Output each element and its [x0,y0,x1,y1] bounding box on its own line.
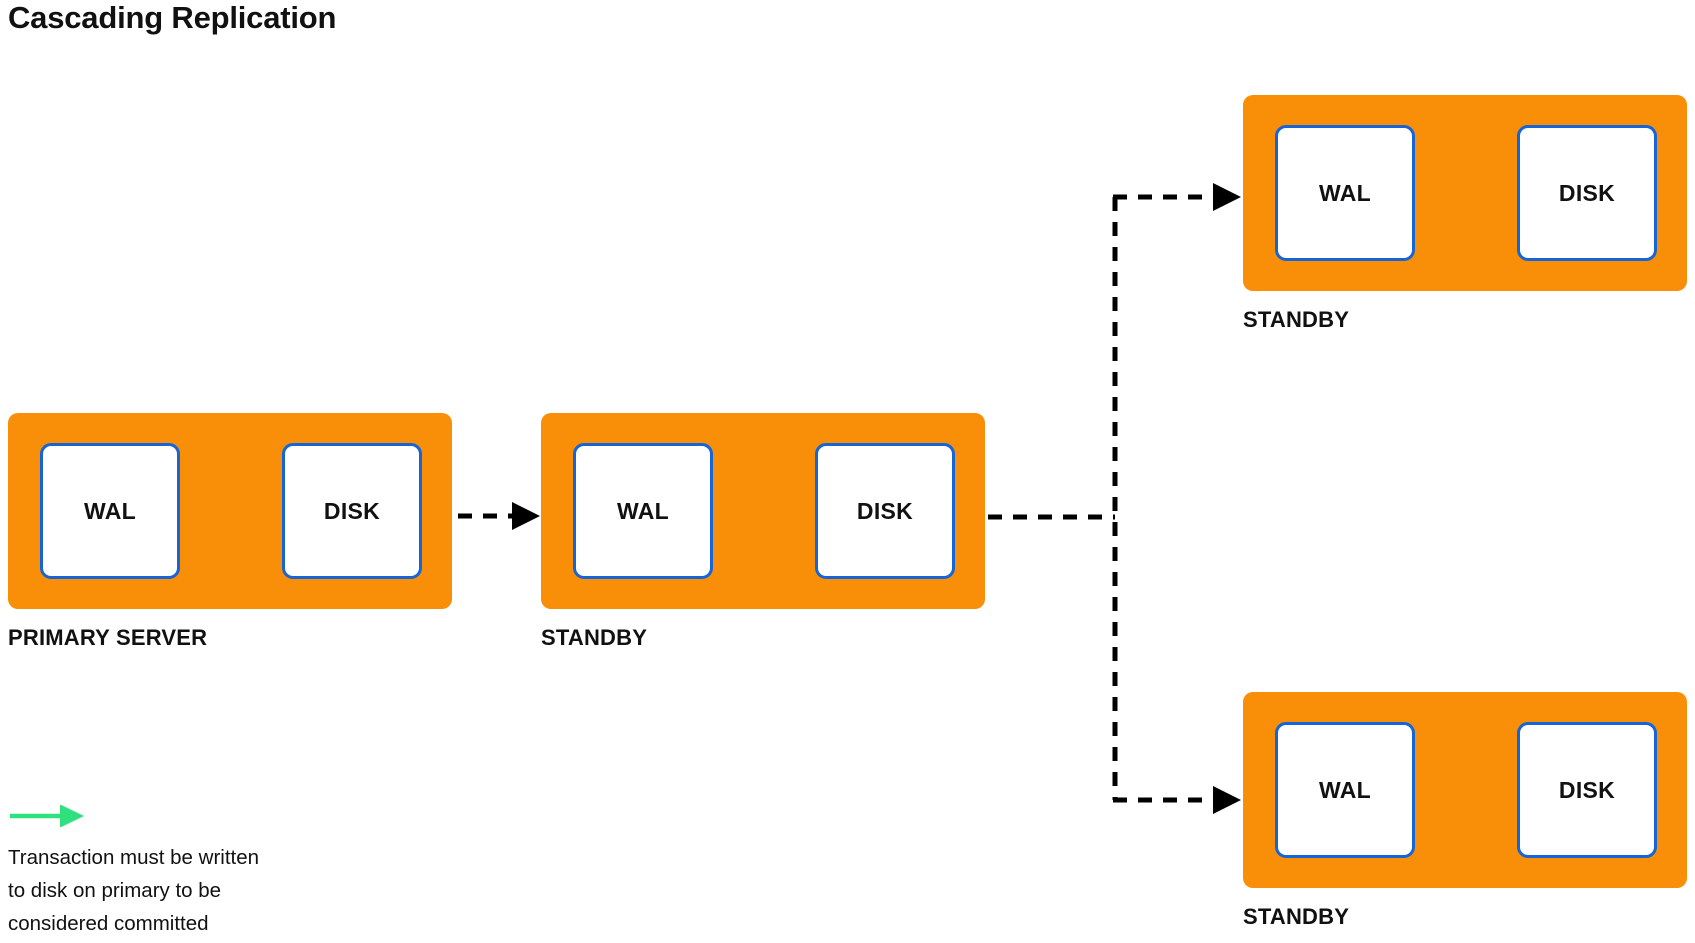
standby-top-disk-box[interactable]: DISK [1517,125,1657,261]
node-label-standby-middle: STANDBY [541,625,648,650]
primary-disk-label: DISK [323,497,381,524]
standby-middle-disk-label: DISK [856,497,914,524]
primary-disk-box[interactable]: DISK [282,443,422,579]
standby-top-disk-label: DISK [1558,179,1616,206]
node-label-standby-bottom: STANDBY [1243,904,1350,929]
standby-middle-wal-box[interactable]: WAL [573,443,713,579]
standby-bottom-disk-box[interactable]: DISK [1517,722,1657,858]
node-label-standby-top: STANDBY [1243,307,1350,332]
legend-caption: Transaction must be written to disk on p… [8,846,260,935]
standby-bottom-wal-label: WAL [1319,776,1371,803]
page-title: Cascading Replication [8,0,337,35]
standby-top-wal-label: WAL [1319,179,1371,206]
standby-top-wal-box[interactable]: WAL [1275,125,1415,261]
node-label-primary: PRIMARY SERVER [8,625,208,650]
legend-commit-arrow-icon [8,804,92,828]
legend: Transaction must be written to disk on p… [8,804,388,940]
standby-middle-disk-box[interactable]: DISK [815,443,955,579]
primary-wal-box[interactable]: WAL [40,443,180,579]
standby-middle-wal-label: WAL [617,497,669,524]
standby-bottom-wal-box[interactable]: WAL [1275,722,1415,858]
primary-wal-label: WAL [84,497,136,524]
standby-bottom-disk-label: DISK [1558,776,1616,803]
